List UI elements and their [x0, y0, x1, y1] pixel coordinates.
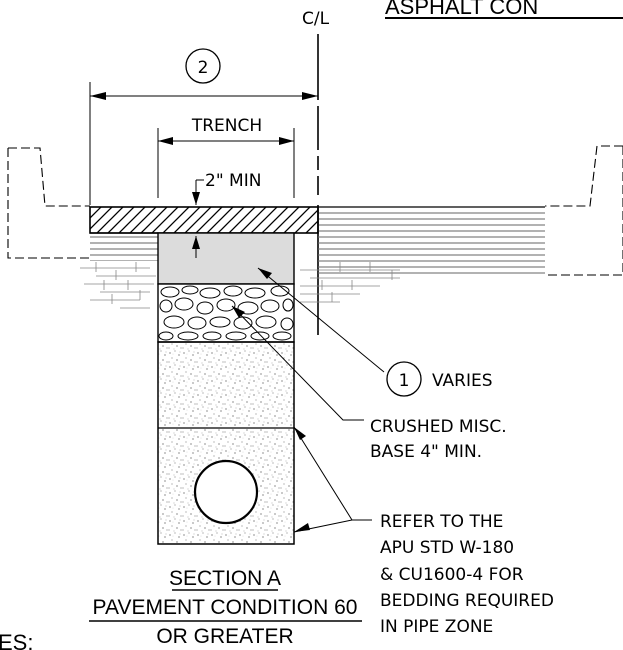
centerline-label: C/L [302, 9, 330, 29]
crushed-base-callout: CRUSHED MISC. BASE 4" MIN. [231, 305, 507, 462]
drawing-title: ASPHALT CON [385, 0, 623, 19]
existing-base-right [318, 207, 545, 277]
crushed-base-label-line2: BASE 4" MIN. [370, 442, 482, 462]
section-title-block: SECTION A PAVEMENT CONDITION 60 OR GREAT… [89, 567, 362, 648]
drawing-title-text: ASPHALT CON [385, 0, 538, 19]
callout-number-1: 1 [399, 371, 410, 391]
section-subtitle-line1: PAVEMENT CONDITION 60 [93, 596, 358, 619]
dimension-overall-width: 2 [89, 48, 318, 205]
refer-line-4: BEDDING REQUIRED [380, 591, 554, 611]
refer-line-1: REFER TO THE [380, 512, 503, 532]
native-soil-hatch [80, 262, 400, 309]
callout-circle-2 [185, 48, 221, 84]
refer-line-5: IN PIPE ZONE [380, 617, 493, 637]
existing-base-left [90, 233, 158, 261]
callout-varies: 1 VARIES [257, 267, 493, 397]
asphalt-cap [89, 206, 319, 234]
section-subtitle-line2: OR GREATER [156, 625, 293, 648]
callout-circle-1 [386, 361, 422, 397]
trench-label: TRENCH [191, 116, 262, 136]
refer-callout: REFER TO THE APU STD W-180 & CU1600-4 FO… [293, 426, 554, 637]
dimension-trench: TRENCH [157, 116, 295, 198]
crushed-base-label-line1: CRUSHED MISC. [370, 417, 507, 437]
callout-number-2: 2 [198, 58, 209, 78]
notes-heading: ES: [0, 630, 33, 650]
varies-label: VARIES [432, 371, 493, 391]
refer-line-2: APU STD W-180 [380, 538, 514, 558]
crushed-base-layer [157, 232, 295, 285]
existing-pavement-outline [7, 145, 623, 276]
crushed-rock-layer [157, 283, 295, 343]
centerline: C/L [302, 9, 330, 335]
section-title: SECTION A [169, 567, 281, 590]
pipe [193, 459, 259, 525]
min-cover-dimension: 2" MIN [192, 171, 261, 258]
min-cover-label: 2" MIN [205, 171, 261, 191]
refer-line-3: & CU1600-4 FOR [380, 565, 524, 585]
